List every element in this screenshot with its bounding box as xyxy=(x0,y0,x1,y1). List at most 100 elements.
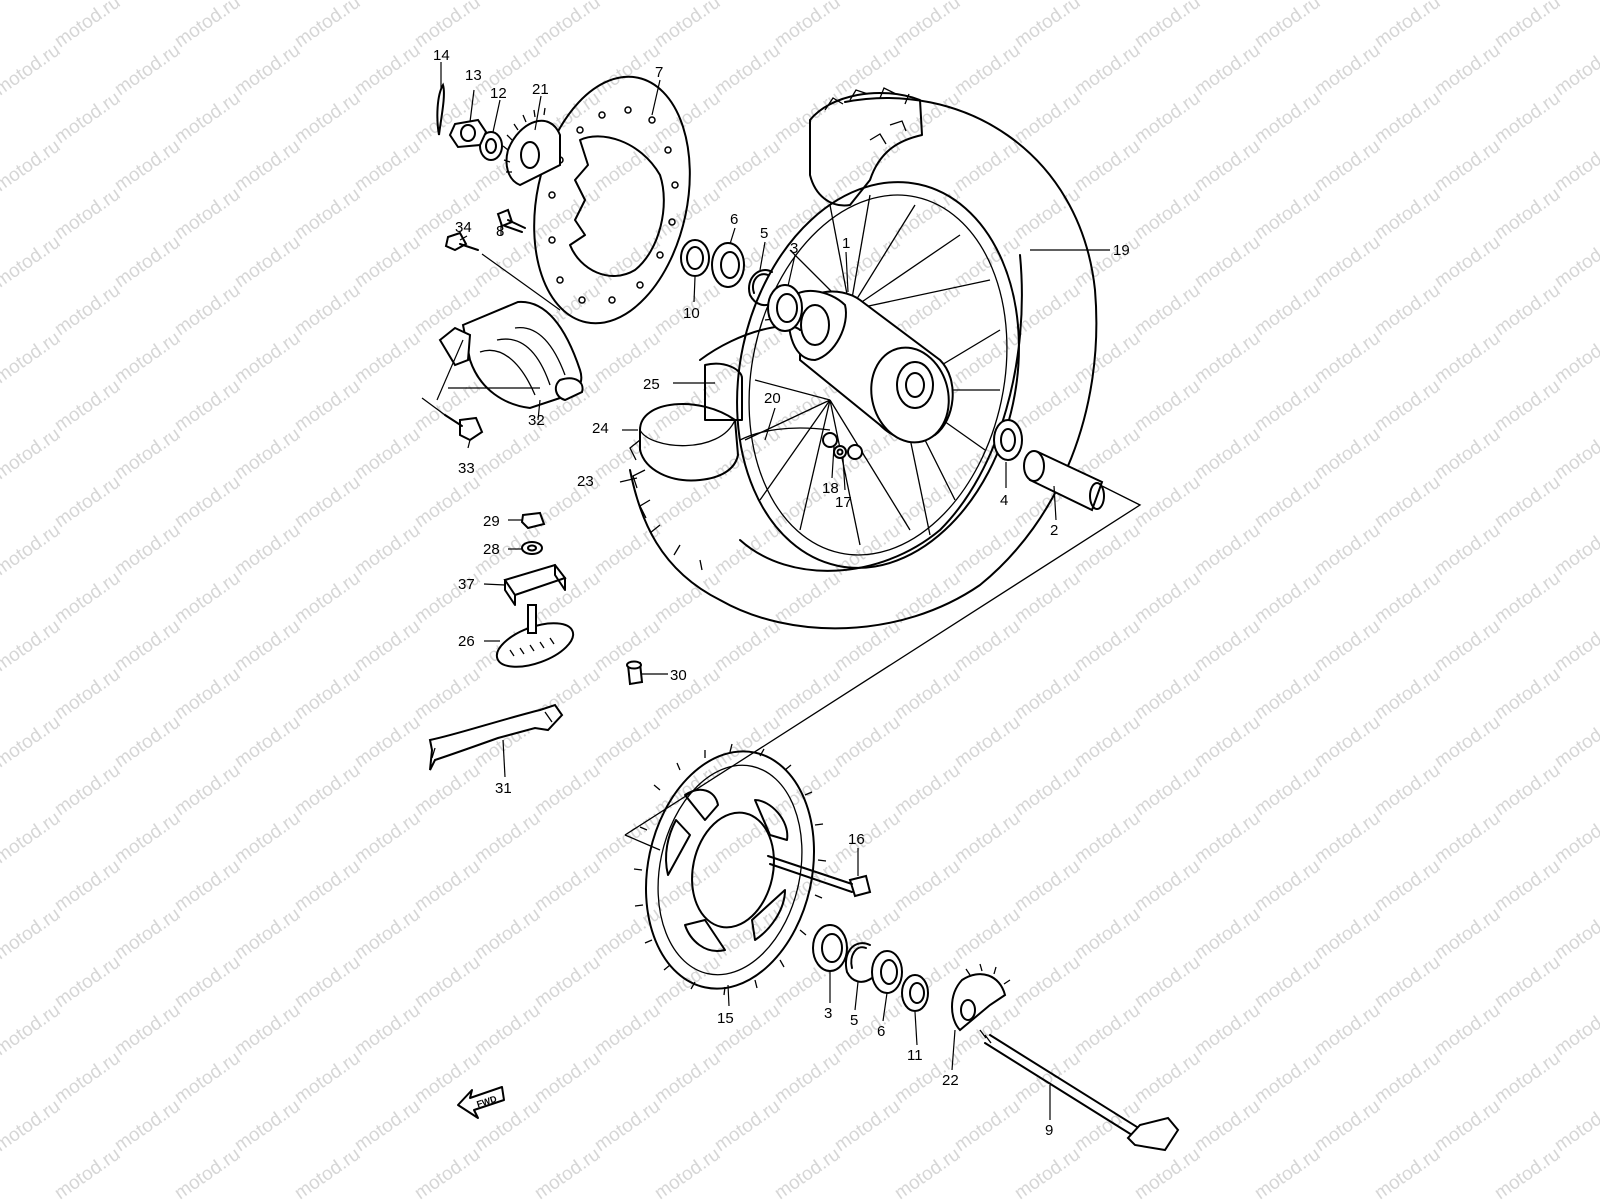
watermark-text: motod.ru xyxy=(1071,520,1144,580)
watermark-text: motod.ru xyxy=(291,376,364,436)
watermark-text: motod.ru xyxy=(531,184,604,244)
watermark-text: motod.ru xyxy=(291,0,364,52)
watermark-text: motod.ru xyxy=(1131,568,1204,628)
watermark-text: motod.ru xyxy=(531,1144,604,1200)
watermark-text: motod.ru xyxy=(891,1144,964,1200)
watermark-text: motod.ru xyxy=(51,856,124,916)
watermark-text: motod.ru xyxy=(651,856,724,916)
watermark-text: motod.ru xyxy=(1071,232,1144,292)
watermark-text: motod.ru xyxy=(831,0,904,4)
watermark-text: motod.ru xyxy=(1191,328,1264,388)
cotter-pin-part xyxy=(436,82,445,136)
watermark-text: motod.ru xyxy=(1371,88,1444,148)
watermark-text: motod.ru xyxy=(1371,1144,1444,1200)
callout-23: 23 xyxy=(577,473,594,490)
watermark-text: motod.ru xyxy=(891,664,964,724)
watermark-text: motod.ru xyxy=(771,184,844,244)
watermark-text: motod.ru xyxy=(1311,136,1384,196)
watermark-text: motod.ru xyxy=(171,280,244,340)
watermark-text: motod.ru xyxy=(471,1000,544,1060)
watermark-text: motod.ru xyxy=(1191,424,1264,484)
watermark-text: motod.ru xyxy=(771,1048,844,1108)
watermark-text: motod.ru xyxy=(1311,40,1384,100)
watermark-text: motod.ru xyxy=(591,1000,664,1060)
watermark-text: motod.ru xyxy=(891,0,964,52)
watermark-text: motod.ru xyxy=(231,1096,304,1156)
watermark-text: motod.ru xyxy=(51,0,124,52)
watermark-text: motod.ru xyxy=(891,88,964,148)
watermark-text: motod.ru xyxy=(531,0,604,52)
callout-11: 11 xyxy=(907,1047,923,1064)
watermark-text: motod.ru xyxy=(1251,184,1324,244)
watermark-text: motod.ru xyxy=(291,760,364,820)
bearing-right-part xyxy=(993,419,1023,461)
watermark-text: motod.ru xyxy=(1551,1096,1600,1156)
watermark-text: motod.ru xyxy=(1011,88,1084,148)
watermark-text: motod.ru xyxy=(651,184,724,244)
watermark-text: motod.ru xyxy=(771,568,844,628)
watermark-text: motod.ru xyxy=(1431,712,1504,772)
callout-28: 28 xyxy=(483,541,500,558)
callout-labels: 14 13 12 21 7 34 8 6 5 3 1 19 10 25 20 2… xyxy=(433,47,1130,1139)
callout-14: 14 xyxy=(433,47,450,64)
watermark-text: motod.ru xyxy=(1131,472,1204,532)
valve-cap-part xyxy=(626,660,644,686)
watermark-text: motod.ru xyxy=(831,1000,904,1060)
rear-sprocket-part xyxy=(633,743,827,996)
guard-bolt-upper-part xyxy=(444,231,479,252)
watermark-text: motod.ru xyxy=(1011,376,1084,436)
watermark-text: motod.ru xyxy=(1131,664,1204,724)
watermark-text: motod.ru xyxy=(1371,1048,1444,1108)
watermark-text: motod.ru xyxy=(171,1048,244,1108)
watermark-text: motod.ru xyxy=(1371,0,1444,52)
watermark-text: motod.ru xyxy=(1251,664,1324,724)
callout-25: 25 xyxy=(643,376,660,393)
watermark-text: motod.ru xyxy=(291,568,364,628)
watermark-text: motod.ru xyxy=(1551,40,1600,100)
watermark-text: motod.ru xyxy=(591,712,664,772)
watermark-text: motod.ru xyxy=(531,856,604,916)
watermark-text: motod.ru xyxy=(351,328,424,388)
axle-spacer-part xyxy=(1023,450,1105,512)
watermark-text: motod.ru xyxy=(231,808,304,868)
watermark-text: motod.ru xyxy=(171,856,244,916)
watermark-text: motod.ru xyxy=(171,184,244,244)
watermark-text: motod.ru xyxy=(1311,904,1384,964)
watermark-text: motod.ru xyxy=(1491,568,1564,628)
watermark-text: motod.ru xyxy=(1191,1000,1264,1060)
watermark-text: motod.ru xyxy=(1131,952,1204,1012)
watermark-text: motod.ru xyxy=(471,0,544,4)
watermark-text: motod.ru xyxy=(51,184,124,244)
callout-10: 10 xyxy=(683,305,700,322)
watermark-text: motod.ru xyxy=(951,808,1024,868)
watermark-text: motod.ru xyxy=(0,0,64,4)
watermark-text: motod.ru xyxy=(111,904,184,964)
watermark-text: motod.ru xyxy=(1191,520,1264,580)
watermark-text: motod.ru xyxy=(1311,808,1384,868)
watermark-text: motod.ru xyxy=(1431,1000,1504,1060)
watermark-text: motod.ru xyxy=(1131,88,1204,148)
watermark-text: motod.ru xyxy=(531,952,604,1012)
watermark-text: motod.ru xyxy=(351,0,424,4)
watermark-text: motod.ru xyxy=(711,136,784,196)
watermark-text: motod.ru xyxy=(471,904,544,964)
watermark-text: motod.ru xyxy=(1491,472,1564,532)
circlip-lower-part xyxy=(844,942,873,983)
watermark-text: motod.ru xyxy=(711,712,784,772)
watermark-text: motod.ru xyxy=(111,40,184,100)
watermark-text: motod.ru xyxy=(1071,136,1144,196)
watermark-text: motod.ru xyxy=(111,1096,184,1156)
circlip-upper-part xyxy=(748,269,776,307)
callout-20: 20 xyxy=(764,390,781,407)
watermark-text: motod.ru xyxy=(111,808,184,868)
disc-guard-part xyxy=(438,300,584,410)
watermark-text: motod.ru xyxy=(651,0,724,52)
watermark-text: motod.ru xyxy=(1311,520,1384,580)
watermark-text: motod.ru xyxy=(411,952,484,1012)
spoke-wrench-part xyxy=(428,703,564,771)
castle-nut-part xyxy=(448,118,488,149)
watermark-text: motod.ru xyxy=(651,88,724,148)
watermark-text: motod.ru xyxy=(1371,952,1444,1012)
watermark-text: motod.ru xyxy=(651,1048,724,1108)
